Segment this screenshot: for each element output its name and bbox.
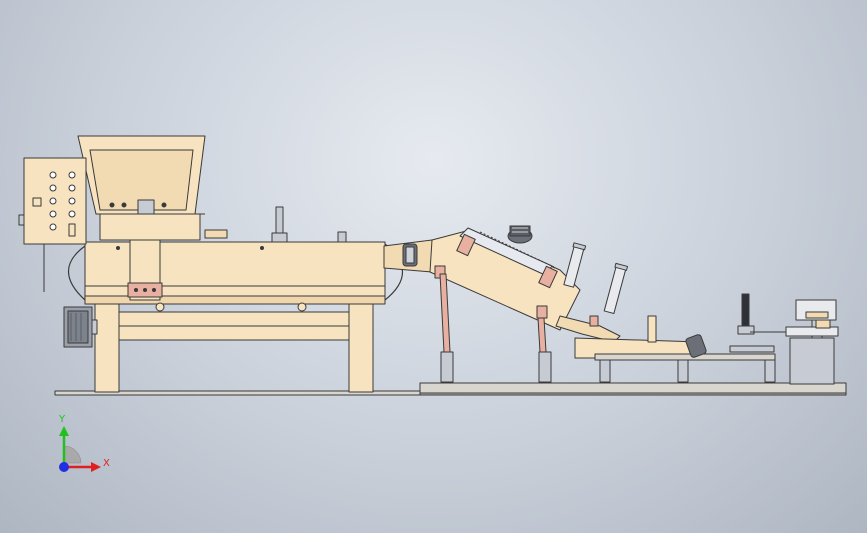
sieve-strut-right	[537, 317, 547, 353]
triad-y-arrow	[59, 426, 69, 436]
coordinate-triad	[59, 426, 101, 472]
triad-x-arrow	[91, 462, 101, 472]
vent-pipe-1	[563, 242, 587, 288]
frame-leg-left	[94, 299, 120, 393]
end-housing	[789, 337, 835, 385]
frame-leg-right	[348, 299, 374, 393]
piston-cylinder	[785, 326, 839, 337]
control-panel-buttons	[32, 171, 76, 237]
triad-y-label: Y	[59, 414, 66, 425]
floor-plate-right	[419, 382, 847, 394]
triad-arc	[63, 445, 82, 464]
adjust-lever	[741, 293, 750, 329]
sieve-strut-left	[439, 273, 451, 353]
vent-pipe-2	[603, 262, 629, 315]
triad-z-origin	[59, 462, 69, 472]
triad-x-label: X	[103, 458, 110, 469]
